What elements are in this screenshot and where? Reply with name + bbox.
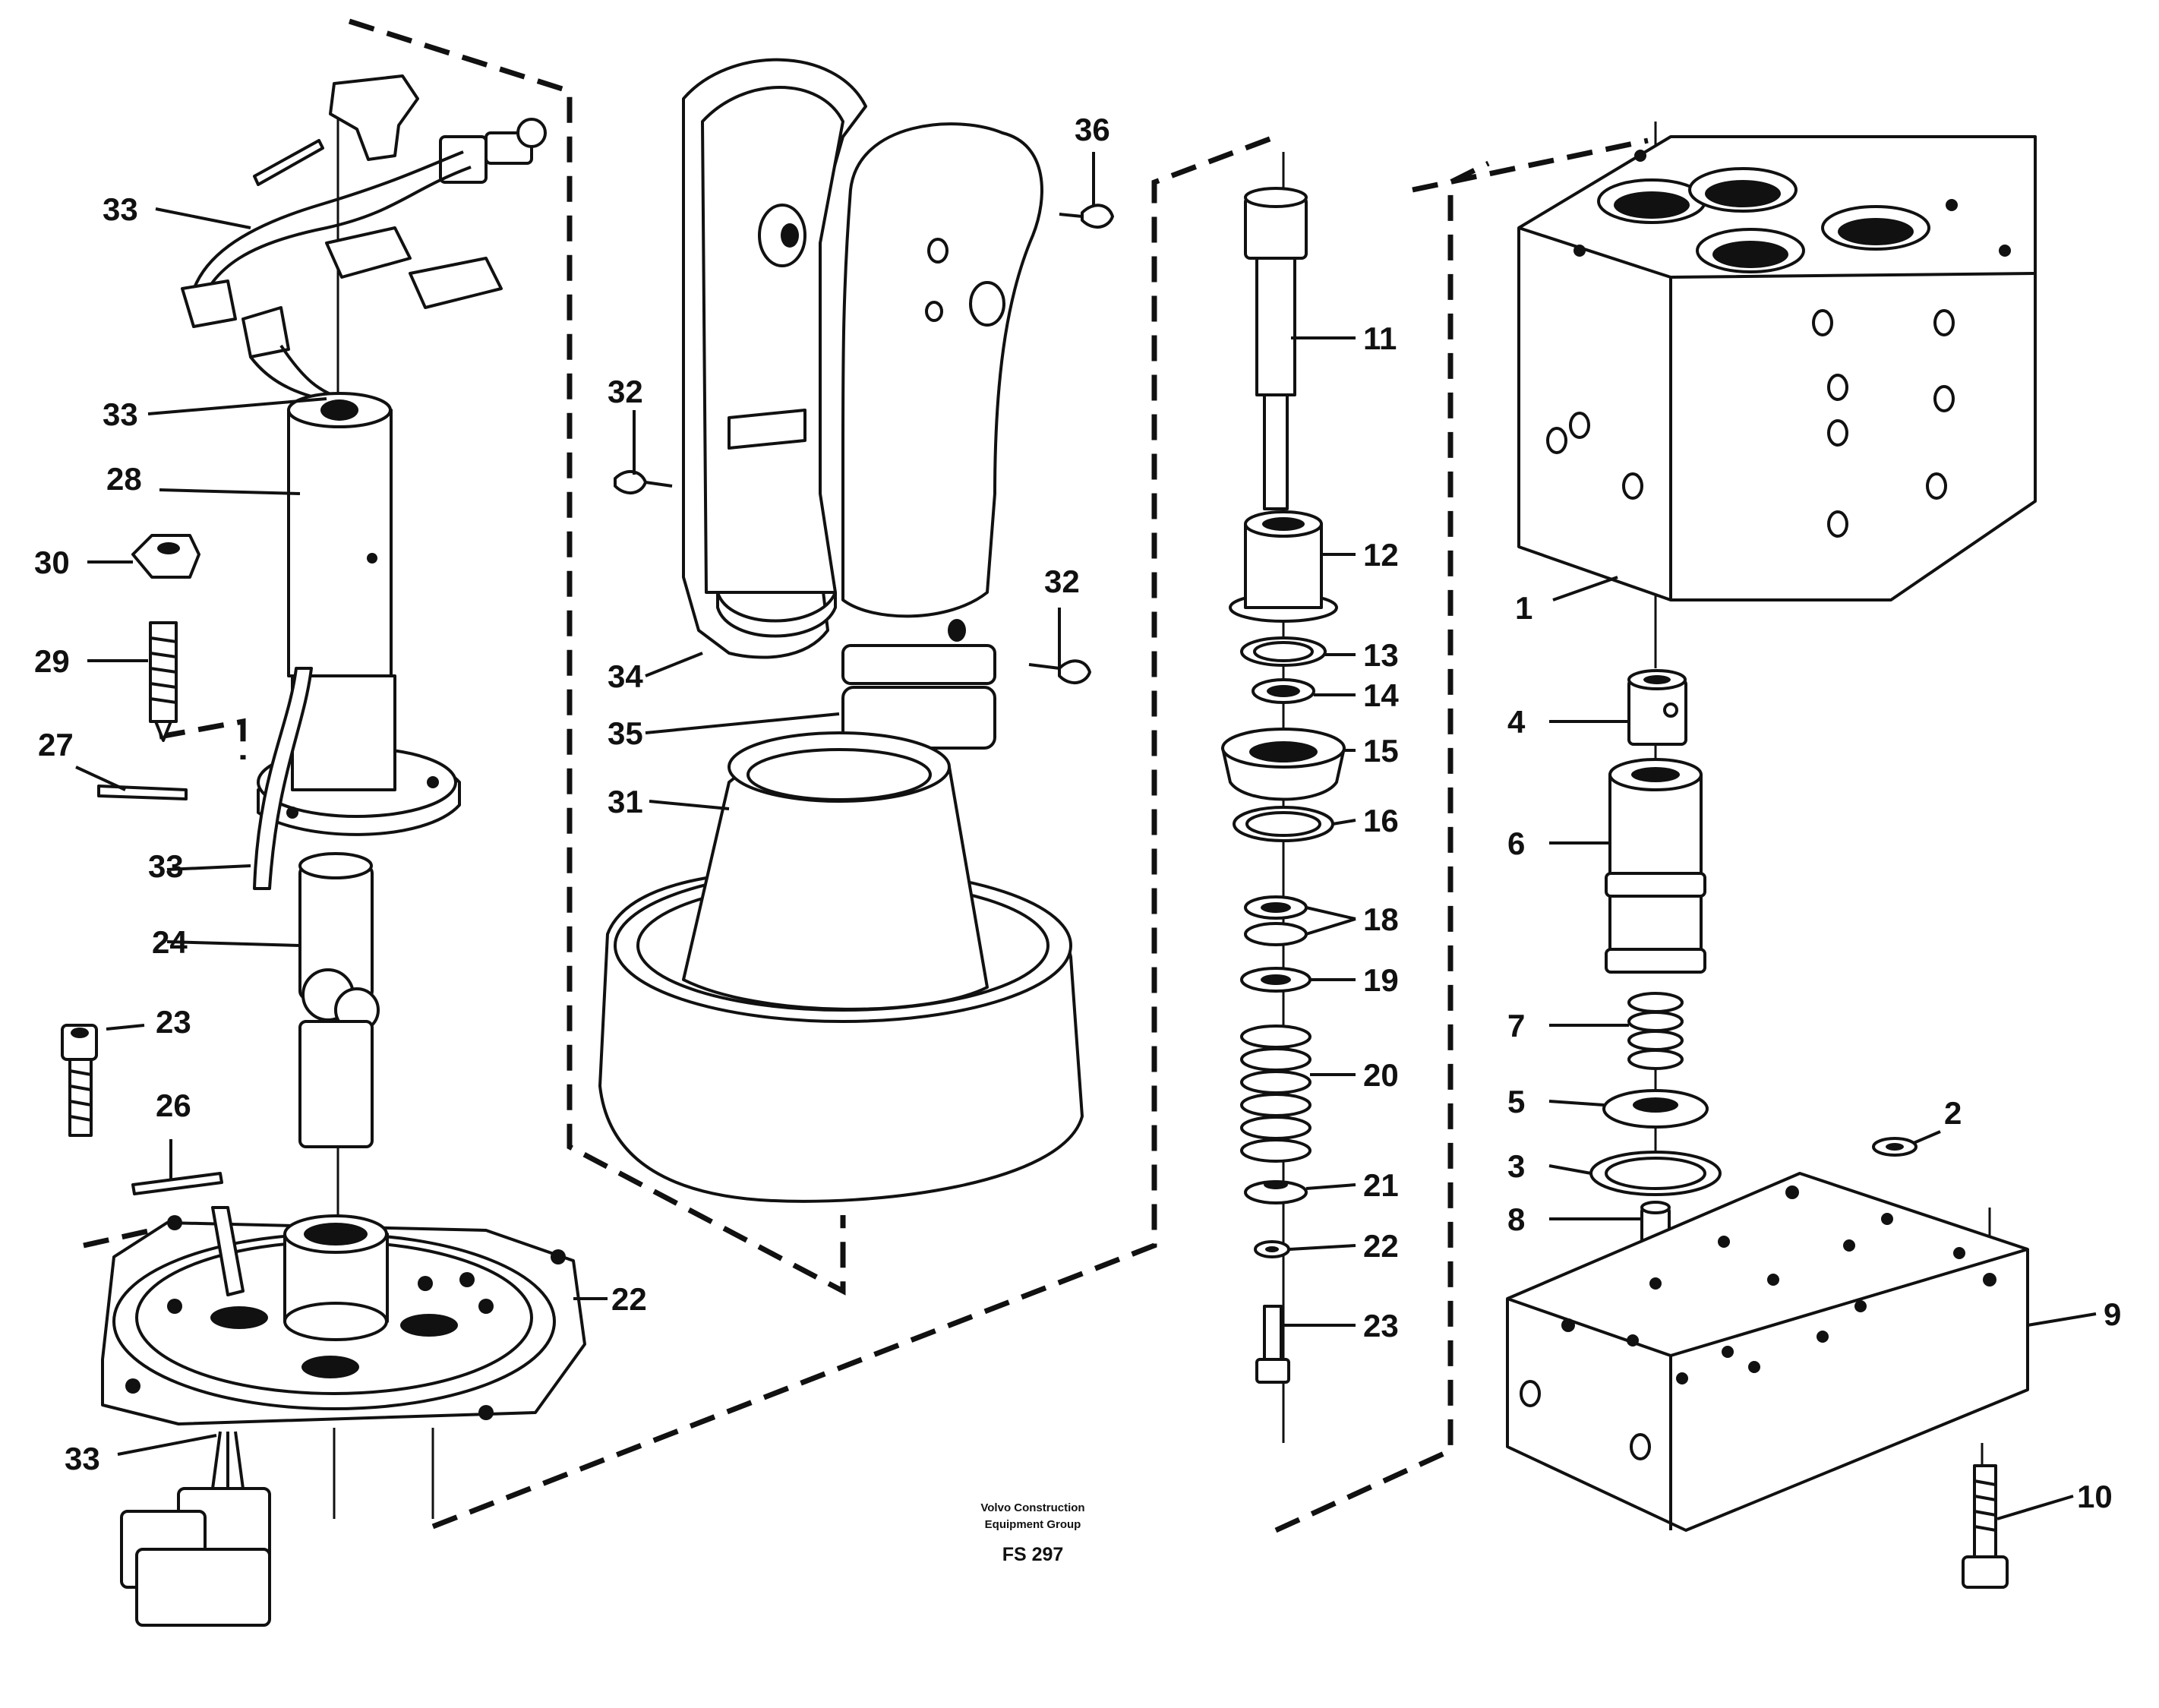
- callout-label: 3: [1507, 1148, 1525, 1184]
- callout-label: 12: [1363, 537, 1399, 573]
- knob-part: [329, 74, 419, 161]
- callout-label: 6: [1507, 826, 1525, 861]
- callout-label: 22: [1363, 1228, 1399, 1264]
- callout-label: 11: [1363, 320, 1397, 356]
- sleeve-part: [1608, 773, 1703, 951]
- callout-label: 15: [1363, 733, 1399, 769]
- callout-label: 36: [1075, 112, 1110, 147]
- callout-label: 23: [1363, 1308, 1399, 1343]
- return-spring-part: [1240, 1024, 1311, 1163]
- callout-label: 1: [1515, 590, 1532, 626]
- callout-label: 8: [1507, 1201, 1525, 1237]
- wiring-harness: [188, 150, 464, 305]
- callout-label: 5: [1507, 1084, 1525, 1119]
- tube-part: [287, 409, 393, 677]
- figure-id: FS 297: [1002, 1544, 1064, 1565]
- callout-label: 29: [34, 643, 70, 679]
- callout-label: 33: [103, 191, 138, 227]
- callout-label: 33: [148, 848, 184, 884]
- pin-part-low: [131, 1172, 223, 1195]
- callout-label: 26: [156, 1088, 191, 1123]
- screw-part-left: [614, 470, 647, 494]
- callout-label: 16: [1363, 803, 1399, 838]
- callout-label: 19: [1363, 962, 1399, 998]
- callout-label: 24: [152, 924, 188, 960]
- callout-label: 28: [106, 461, 142, 497]
- callout-label: 32: [1044, 564, 1080, 599]
- handle-assembly: [598, 58, 1114, 1203]
- callout-labels: 33 33 28 30 29 27 33 24 23 26 22 33 32 3…: [34, 112, 2121, 1514]
- callout-label: 32: [608, 374, 643, 409]
- cable-part: [253, 667, 313, 890]
- callout-label: 18: [1363, 901, 1399, 937]
- callout-label: 21: [1363, 1167, 1399, 1203]
- callout-label: 27: [38, 727, 74, 762]
- callout-label: 20: [1363, 1057, 1399, 1093]
- pin-part-top: [253, 139, 324, 186]
- callout-label: 9: [2104, 1296, 2121, 1332]
- nut-part: [131, 534, 200, 579]
- callout-label: 33: [65, 1441, 100, 1476]
- callout-label: 14: [1363, 677, 1399, 713]
- left-assembly: [61, 74, 586, 1627]
- base-block-part: [1506, 1172, 2029, 1532]
- pin-part-mid: [97, 785, 188, 800]
- bottom-screw-part: [1263, 1305, 1283, 1361]
- callout-label: 10: [2077, 1479, 2113, 1514]
- leader-lines: [75, 152, 2097, 1520]
- valve-block-assembly: [1506, 122, 2037, 1589]
- callout-label: 30: [34, 545, 70, 580]
- bushing-part: [1244, 523, 1323, 609]
- credit-block: Volvo Construction Equipment Group FS 29…: [980, 1501, 1084, 1565]
- callout-label: 22: [611, 1281, 647, 1317]
- screw-part-right: [1058, 659, 1091, 684]
- callout-label: 23: [156, 1004, 191, 1040]
- callout-label: 33: [103, 396, 138, 432]
- callout-label: 4: [1507, 704, 1526, 740]
- callout-label: 34: [608, 658, 643, 694]
- grip-part: [841, 122, 1043, 618]
- callout-label: 7: [1507, 1008, 1525, 1043]
- callout-label: 35: [608, 715, 643, 751]
- credit-line-1: Volvo Construction: [980, 1501, 1084, 1514]
- credit-line-2: Equipment Group: [985, 1518, 1081, 1531]
- callout-label: 31: [608, 784, 643, 819]
- spool-stack: [1221, 152, 1346, 1443]
- callout-label: 13: [1363, 637, 1399, 673]
- screw-part-top: [1081, 204, 1114, 229]
- callout-label: 2: [1944, 1095, 1962, 1131]
- spool-spring-part: [1627, 992, 1684, 1070]
- assembly-dashed-lines: [83, 18, 1649, 1533]
